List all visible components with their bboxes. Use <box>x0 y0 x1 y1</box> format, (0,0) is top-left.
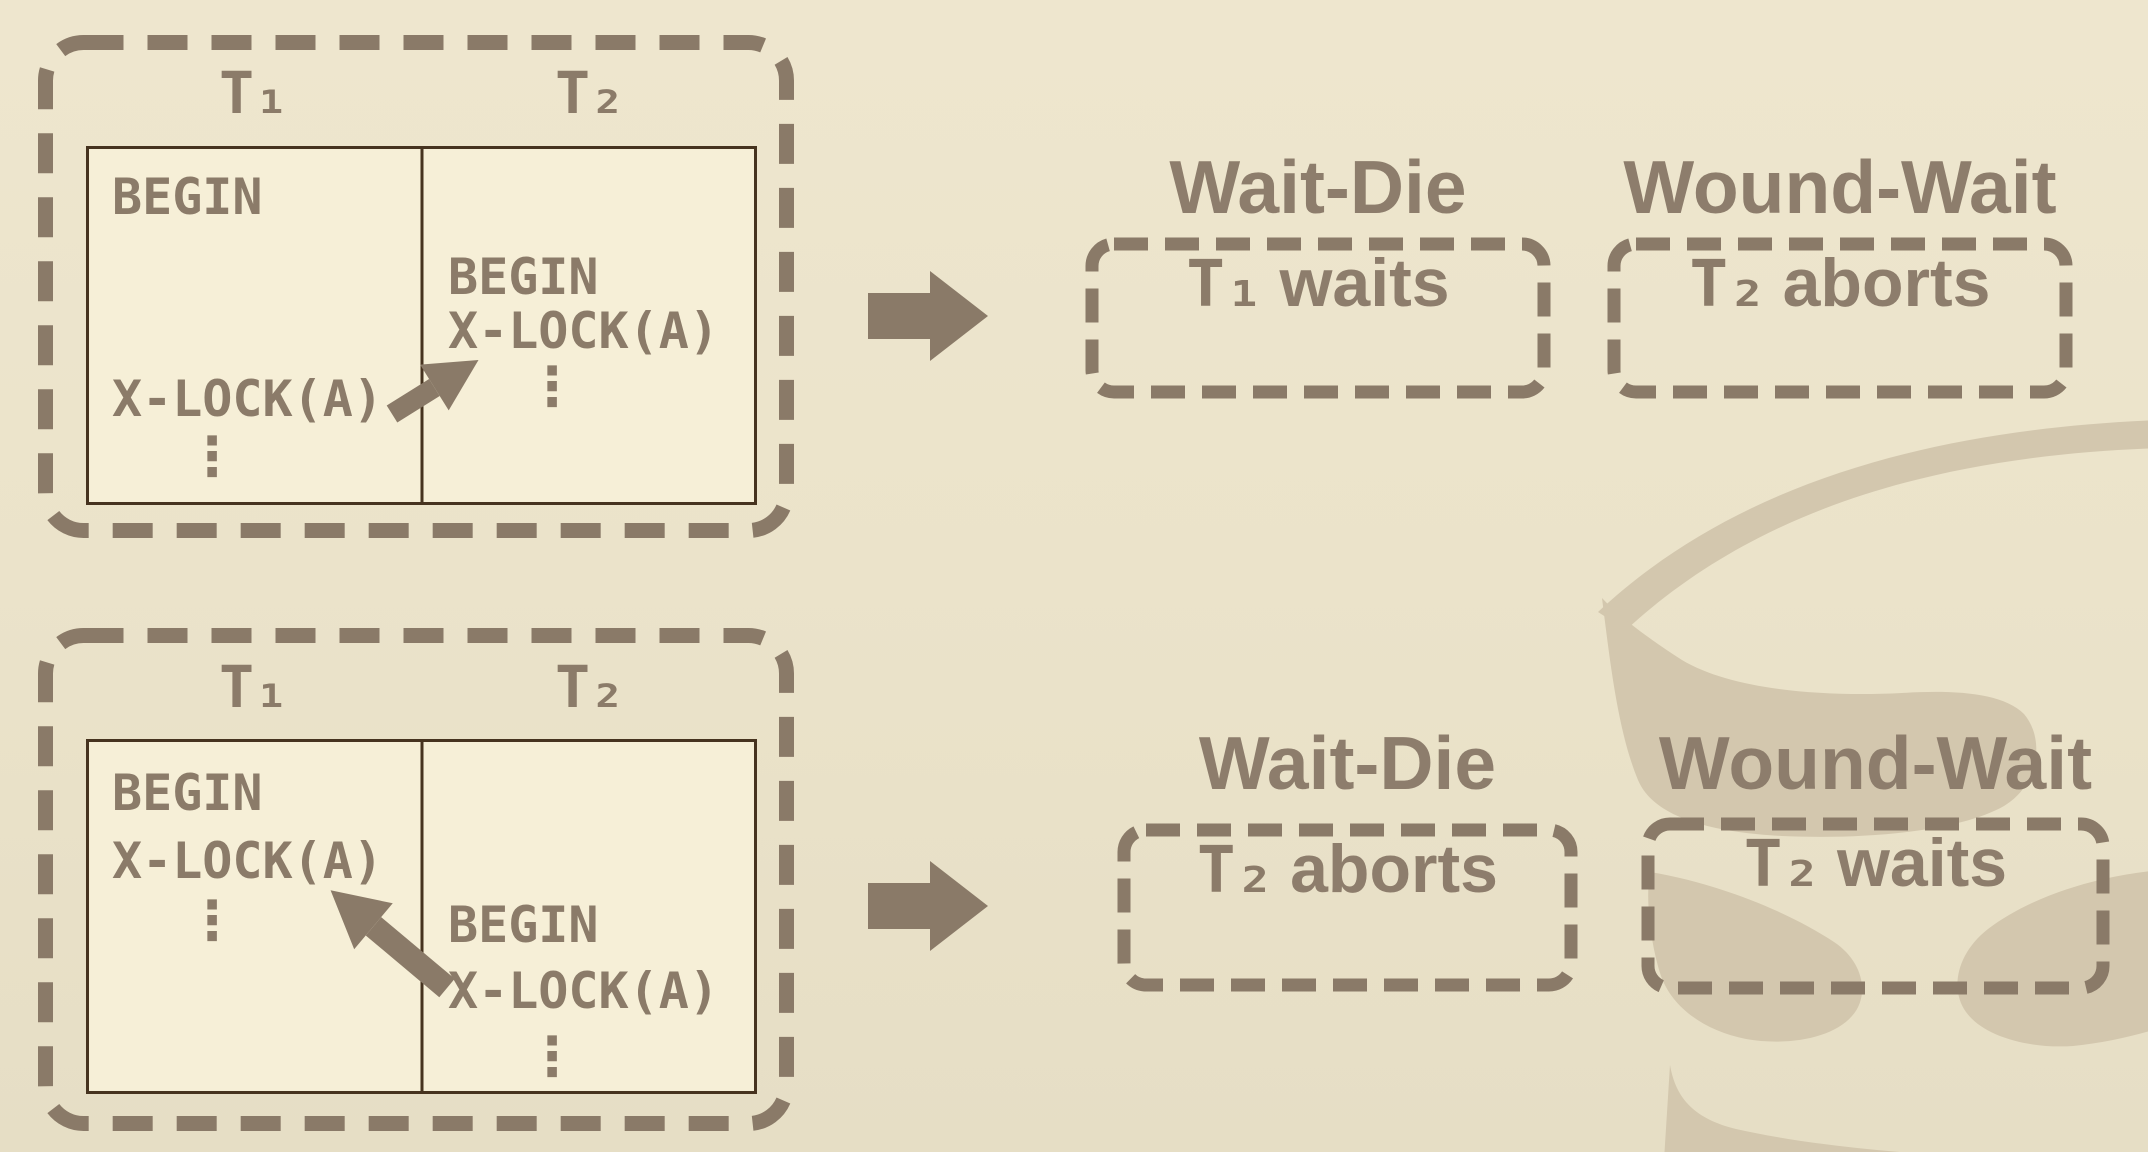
scenario1-t1-begin-line: BEGIN <box>112 168 263 226</box>
scenario2-t1-begin-line: BEGIN <box>112 764 263 822</box>
result-verb: waits <box>1279 245 1450 321</box>
scenario1-t2-xlock-line: X-LOCK(A) <box>448 302 719 360</box>
scenario1-t1-xlock-line: X-LOCK(A) <box>112 370 383 428</box>
cylinder-band-left <box>1648 872 1863 1042</box>
scenario2-wait-die-box <box>1117 823 1578 992</box>
scenario2-t2-header: T₂ <box>555 653 625 721</box>
scenario1-wound-wait-title: Wound-Wait <box>1623 145 2057 229</box>
scenario2-conflict-arrow-icon <box>330 890 455 998</box>
scenario2-wait-die-title: Wait-Die <box>1198 721 1497 805</box>
result-subject: T₂ <box>1743 828 1821 902</box>
scenario1-wait-die-result: T₁ waits <box>1092 244 1544 392</box>
scenario1-t1-ellipsis: ⋮ <box>185 425 239 488</box>
result-subject: T₁ <box>1186 248 1264 322</box>
scenario2-t2-xlock-line: X-LOCK(A) <box>448 962 719 1020</box>
scenario2-t2-begin-line: BEGIN <box>448 896 599 954</box>
scenario2-t1-xlock-line: X-LOCK(A) <box>112 832 383 890</box>
scenario2-flow-arrow-icon <box>868 861 988 951</box>
scenario2-t2-ellipsis: ⋮ <box>525 1025 579 1088</box>
scenario1-t2-header: T₂ <box>555 59 625 127</box>
scenario2-wait-die-result: T₂ aborts <box>1124 830 1571 985</box>
scenario1-t1-header: T₁ <box>219 59 289 127</box>
scenario1-t2-begin-line: BEGIN <box>448 248 599 306</box>
scenario1-wait-die-title: Wait-Die <box>1169 145 1467 229</box>
cylinder-front-wall <box>1602 598 2037 837</box>
scenario2-panel-border <box>38 628 794 1131</box>
scenario1-wait-die-box <box>1085 237 1551 399</box>
cylinder-bottom-band <box>1664 1065 1900 1152</box>
scenario1-wound-wait-result: T₂ aborts <box>1614 244 2066 392</box>
scenario1-schedule-table <box>86 146 757 505</box>
scenario1-conflict-arrow-icon <box>386 359 479 423</box>
scenario1-panel-border <box>38 35 794 538</box>
result-subject: T₂ <box>1197 834 1275 908</box>
result-subject: T₂ <box>1689 248 1767 322</box>
scenario2-schedule-table <box>86 739 757 1094</box>
result-verb: aborts <box>1290 831 1498 907</box>
scenario1-t2-ellipsis: ⋮ <box>525 355 579 418</box>
scenario2-t1-ellipsis: ⋮ <box>185 889 239 952</box>
scenario2-wound-wait-result: T₂ waits <box>1648 824 2103 988</box>
cylinder-back-rim <box>1598 420 2148 630</box>
result-verb: aborts <box>1782 245 1991 321</box>
result-verb: waits <box>1836 825 2008 901</box>
database-cylinder-graphic <box>1598 420 2148 1152</box>
scenario1-flow-arrow-icon <box>868 271 988 361</box>
scenario1-wound-wait-box <box>1607 237 2073 399</box>
scenario2-t1-header: T₁ <box>219 653 289 721</box>
scenario2-wound-wait-box <box>1641 817 2110 995</box>
scenario2-wound-wait-title: Wound-Wait <box>1658 721 2093 805</box>
